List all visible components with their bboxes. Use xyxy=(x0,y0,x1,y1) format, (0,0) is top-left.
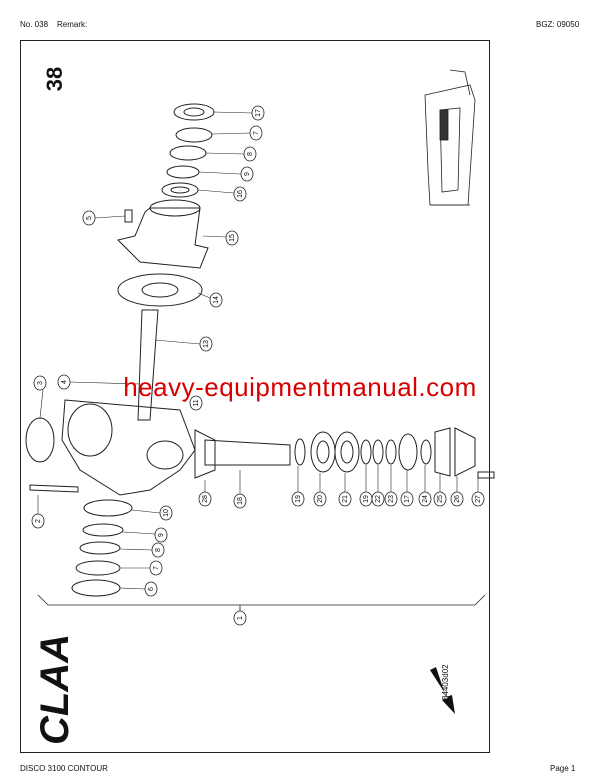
callout-10: 10 xyxy=(163,509,170,517)
callout-19: 19 xyxy=(295,495,302,503)
part-7-circlip xyxy=(175,127,213,143)
part-16-bearing xyxy=(161,182,199,198)
footer-model: DISCO 3100 CONTOUR xyxy=(20,764,108,773)
callout-2: 2 xyxy=(35,519,42,523)
callout-25: 25 xyxy=(437,495,444,503)
bgz-code: BGZ: 09050 xyxy=(536,20,580,29)
callout-16: 16 xyxy=(237,190,244,198)
part-5-bolt xyxy=(124,209,133,223)
part-25-cover xyxy=(434,427,451,477)
callout-15: 15 xyxy=(229,234,236,242)
callout-26: 26 xyxy=(454,495,461,503)
callout-18: 18 xyxy=(237,497,244,505)
callout-17b: 17 xyxy=(404,495,411,503)
document-number: No. 038 xyxy=(20,20,49,29)
callout-1: 1 xyxy=(237,616,244,620)
inset-overview-sketch xyxy=(424,69,476,206)
gearbox-housing xyxy=(61,399,196,496)
drawing-frame xyxy=(20,40,490,753)
part-8b-ring xyxy=(79,541,121,555)
part-22-ring xyxy=(372,439,384,465)
part-7b-circlip xyxy=(75,560,121,576)
callout-9: 9 xyxy=(244,172,251,176)
watermark-text: heavy-equipmentmanual.com xyxy=(123,372,477,402)
part-17-seal xyxy=(173,103,215,121)
claas-logo: CLAAS xyxy=(33,635,77,745)
callout-14: 14 xyxy=(213,296,220,304)
part-27-bolt xyxy=(477,471,495,479)
part-20-bearing xyxy=(310,431,336,473)
assembly-bracket xyxy=(37,594,486,606)
callout-27: 27 xyxy=(475,495,482,503)
part-19-ring xyxy=(294,438,306,466)
callout-5: 5 xyxy=(86,216,93,220)
callout-3: 3 xyxy=(37,381,44,385)
callout-7b: 7 xyxy=(153,566,160,570)
callout-22: 22 xyxy=(375,495,382,503)
callout-8b: 8 xyxy=(155,548,162,552)
part-21-bearing xyxy=(334,431,360,473)
remark-label: Remark: xyxy=(57,20,88,29)
callout-21: 21 xyxy=(342,495,349,503)
callout-24: 24 xyxy=(422,495,429,503)
part-8-ring xyxy=(169,145,207,161)
part-26-flange xyxy=(454,427,476,477)
callout-11: 11 xyxy=(193,399,200,406)
part-9b-ring xyxy=(82,523,124,537)
part-6-seal xyxy=(71,579,121,597)
part-2-pin xyxy=(29,484,79,493)
part-10-bearing xyxy=(83,499,133,517)
callout-4: 4 xyxy=(61,380,68,384)
footer-page: Page 1 xyxy=(550,764,576,773)
callout-9b: 9 xyxy=(158,533,165,537)
callout-8: 8 xyxy=(247,152,254,156)
part-9-ring xyxy=(166,165,200,179)
callout-6: 6 xyxy=(148,587,155,591)
drawing-code: 84403d02 xyxy=(441,664,450,700)
part-18-pinion-shaft xyxy=(204,439,291,466)
callout-17: 17 xyxy=(255,109,262,117)
callout-23: 23 xyxy=(388,495,395,503)
svg-text:CLAAS: CLAAS xyxy=(33,635,77,745)
part-13-shaft xyxy=(137,309,159,421)
part-19b-ring xyxy=(360,439,372,465)
direction-arrow xyxy=(430,667,455,714)
callout-28: 28 xyxy=(202,495,209,503)
callout-19b: 19 xyxy=(363,495,370,503)
callout-13: 13 xyxy=(203,340,210,348)
part-24-ring xyxy=(420,439,432,465)
part-17b-seal xyxy=(398,433,418,471)
part-23-ring xyxy=(385,439,397,465)
callout-7: 7 xyxy=(253,131,260,135)
part-14-gear xyxy=(117,273,203,307)
part-15-flange xyxy=(117,207,209,269)
part-3-cover xyxy=(25,417,55,463)
callout-20: 20 xyxy=(317,495,324,503)
